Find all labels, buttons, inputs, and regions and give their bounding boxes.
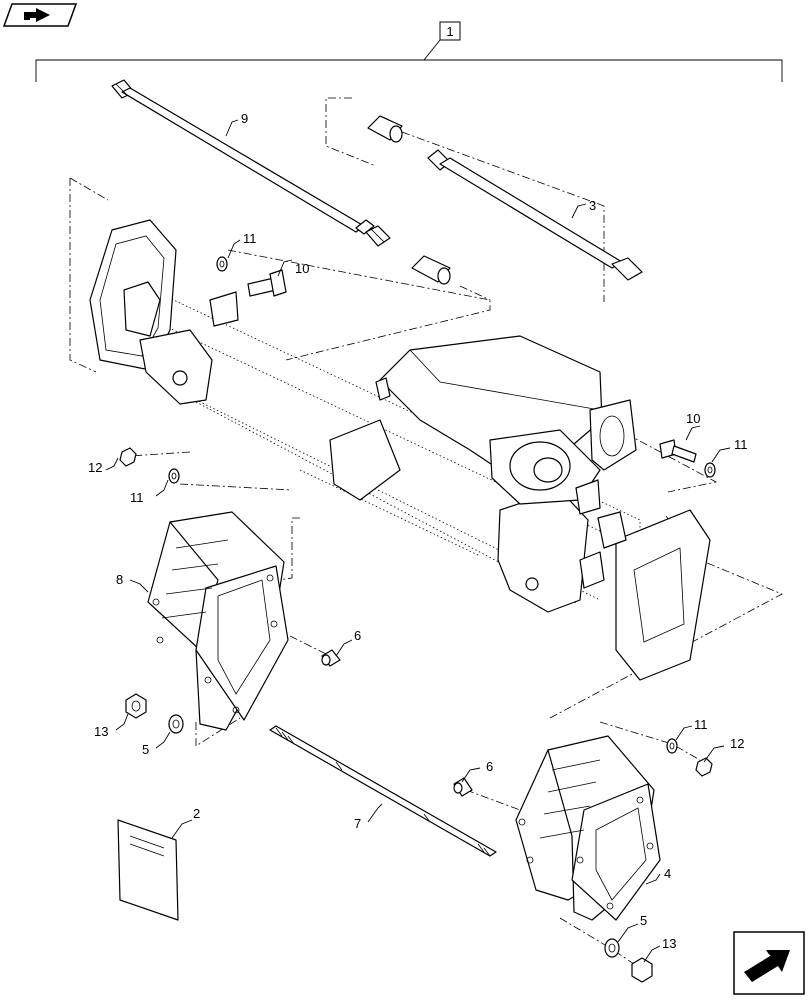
callout-12: 12 xyxy=(730,736,744,751)
callout-6: 6 xyxy=(354,628,361,643)
callout-4: 4 xyxy=(664,866,671,881)
nut-part-13-b xyxy=(631,957,653,983)
washer-part-11-d xyxy=(666,738,678,754)
callout-13: 13 xyxy=(94,724,108,739)
dowel-part-6-a xyxy=(321,649,341,667)
reference-lines xyxy=(69,97,783,969)
washer-part-5-b xyxy=(604,938,620,958)
book-arrow-icon[interactable] xyxy=(2,3,78,27)
manual-part-2 xyxy=(117,819,179,921)
callout-7: 7 xyxy=(354,816,361,831)
coupler-upper xyxy=(367,115,403,143)
washer-part-11-c xyxy=(168,468,180,484)
callout-13: 13 xyxy=(662,936,676,951)
hub-housing-part-4 xyxy=(515,735,661,921)
callout-3: 3 xyxy=(589,198,596,213)
hub-housing-part-8 xyxy=(147,511,289,731)
callout-6: 6 xyxy=(486,759,493,774)
callout-10: 10 xyxy=(686,411,700,426)
callout-8: 8 xyxy=(116,572,123,587)
washer-part-11-a xyxy=(216,256,228,272)
axle-housing xyxy=(89,219,711,681)
assembly-number: 1 xyxy=(446,24,453,39)
nut-part-12-a xyxy=(119,447,137,467)
callout-12: 12 xyxy=(88,460,102,475)
differential-carrier xyxy=(375,335,637,515)
callout-11: 11 xyxy=(694,717,708,732)
washer-part-5-a xyxy=(168,714,184,734)
callout-11: 11 xyxy=(130,490,144,505)
dowel-part-6-b xyxy=(453,777,473,797)
callout-2: 2 xyxy=(193,806,200,821)
callout-5: 5 xyxy=(640,913,647,928)
callout-9: 9 xyxy=(241,111,248,126)
assembly-bracket xyxy=(35,21,783,82)
callout-11: 11 xyxy=(243,231,257,246)
stud-part-7 xyxy=(269,725,497,857)
callout-11: 11 xyxy=(734,437,748,452)
nut-part-12-b xyxy=(695,757,713,777)
bolt-part-10-upper xyxy=(247,269,287,297)
callout-5: 5 xyxy=(142,742,149,757)
coupler-lower xyxy=(411,255,451,285)
shaft-part-3 xyxy=(427,149,643,281)
bolt-part-10-right xyxy=(659,439,697,463)
next-page-arrow-icon[interactable] xyxy=(733,931,805,995)
washer-part-11-b xyxy=(704,462,716,478)
callout-10: 10 xyxy=(295,261,309,276)
nut-part-13-a xyxy=(125,693,147,719)
leader-lines xyxy=(105,119,731,963)
shaft-part-9 xyxy=(111,79,391,247)
